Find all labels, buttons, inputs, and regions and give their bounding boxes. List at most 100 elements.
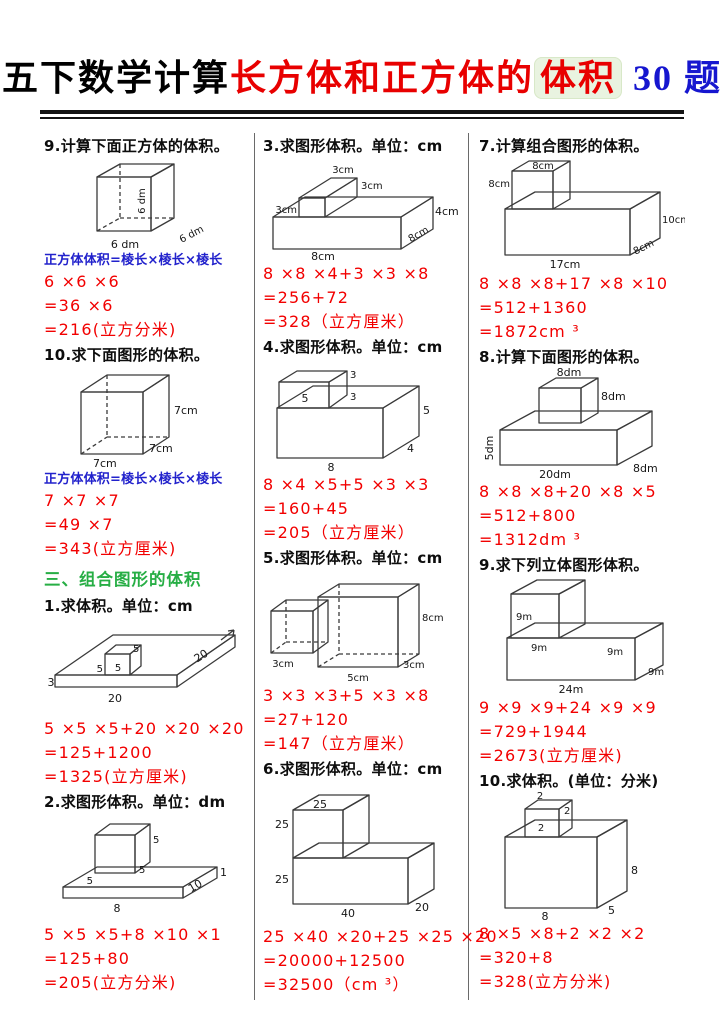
problem-title: 7.计算组合图形的体积。	[479, 137, 649, 155]
figure-cube-beside-box: 8cm 3cm 3cm 5cm	[270, 583, 444, 684]
calc-line: =512+800	[479, 506, 577, 525]
volume-formula: 正方体体积=棱长×棱长×棱长	[44, 472, 223, 487]
figure-label: 24m	[558, 683, 583, 696]
calc-line: 5 ×5 ×5+20 ×20 ×20	[44, 719, 245, 738]
page-title: 五下数学计算长方体和正方体的体积 30 题	[0, 0, 724, 100]
calc-line: =729+1944	[479, 722, 588, 741]
figure-box-with-small-box: 3 5 3 5 4 8	[276, 370, 430, 473]
figure-label: 3	[48, 676, 55, 689]
title-double-rule	[40, 110, 684, 119]
figure-label: 3cm	[332, 165, 354, 176]
calc-line: =125+80	[44, 949, 131, 968]
figure-label: 5	[153, 835, 159, 846]
figure-label: 6 dm	[178, 224, 206, 246]
figure-label: 5cm	[347, 673, 369, 684]
problem-c3-7: 7.计算组合图形的体积。 8cm 8cm 10cm 8cm 17cm 8 ×8 …	[479, 136, 690, 344]
figure-label: 40	[341, 907, 355, 920]
figure-label: 20	[108, 692, 122, 705]
problem-title: 6.求图形体积。单位：cm	[263, 760, 443, 778]
calc-line: 8 ×8 ×8+17 ×8 ×10	[479, 274, 669, 293]
figure-label: 5	[115, 663, 121, 674]
figure-label: 9m	[516, 612, 532, 623]
columns: 9.计算下面正方体的体积。 6 dm 6 dm 6 dm 正方体体积=棱长×棱长…	[44, 133, 696, 1000]
figure-label: 3cm	[403, 660, 425, 671]
figure-label: 8dm	[601, 390, 626, 403]
title-part-red: 长方体和正方体的	[229, 58, 534, 98]
calc-line: 8 ×5 ×8+2 ×2 ×2	[479, 924, 646, 943]
calc-line: =205(立方分米)	[44, 973, 177, 992]
figure-label: 8cm	[311, 250, 335, 262]
calc-line: 7 ×7 ×7	[44, 491, 120, 510]
figure-label: 4cm	[435, 205, 459, 218]
problem-c2-5: 5.求图形体积。单位：cm 8cm 3cm 3cm 5cm 3 ×3 ×3+5 …	[263, 548, 463, 756]
problem-title: 5.求图形体积。单位：cm	[263, 549, 443, 567]
title-part-black: 五下数学计算	[1, 58, 230, 98]
figure-small-cube-on-big-box: 2 2 2 8 5 8	[503, 792, 638, 922]
figure-label: 8cm	[631, 238, 655, 258]
calc-line: =256+72	[263, 288, 350, 307]
problem-title: 9.求下列立体图形体积。	[479, 556, 649, 574]
calc-line: =320+8	[479, 948, 554, 967]
figure-label: 1	[220, 866, 227, 879]
figure-label: 8cm	[407, 225, 431, 245]
problem-c1-1: 1.求体积。单位：cm 5 5 5 20 3 20 5 ×5 ×5+20	[44, 596, 246, 789]
figure-label: 8dm	[633, 462, 658, 475]
figure-label: 4	[407, 442, 414, 455]
problem-c3-8: 8.计算下面图形的体积。 8dm 8dm 5dm 20dm 8dm 8 ×8 ×…	[479, 347, 690, 552]
figure-label: 25	[313, 798, 327, 811]
calc-line: 6 ×6 ×6	[44, 272, 120, 291]
calc-line: =343(立方厘米)	[44, 539, 177, 558]
calc-line: 8 ×8 ×4+3 ×3 ×8	[263, 264, 430, 283]
figure-label: 20dm	[539, 468, 571, 480]
problem-c2-3: 3.求图形体积。单位：cm 3cm 3cm 3cm 4cm 8cm 8cm 8 …	[263, 136, 463, 334]
figure-label: 8cm	[488, 179, 510, 190]
figure-label: 8cm	[532, 161, 554, 172]
figure-label: 8	[631, 864, 638, 877]
problem-title: 10.求下面图形的体积。	[44, 346, 210, 364]
figure-label: 8	[114, 902, 121, 915]
problem-c2-4: 4.求图形体积。单位：cm 3 5 3 5 4 8 8 ×4 ×5+5 ×3 ×…	[263, 337, 463, 545]
figure-label: 5	[139, 865, 145, 876]
volume-formula: 正方体体积=棱长×棱长×棱长	[44, 253, 223, 268]
calc-line: =216(立方分米)	[44, 320, 177, 339]
figure-label: 25	[275, 818, 289, 831]
column-1: 9.计算下面正方体的体积。 6 dm 6 dm 6 dm 正方体体积=棱长×棱长…	[44, 133, 254, 998]
calc-line: =205（立方厘米）	[263, 523, 415, 542]
figure-label: 3cm	[361, 181, 383, 192]
figure-label: 6 dm	[137, 188, 148, 214]
problem-c1-10: 10.求下面图形的体积。 7cm 7cm 7cm 正方体体积=棱长×棱长×棱长 …	[44, 345, 246, 561]
figure-label: 2	[536, 792, 542, 802]
figure-label: 20	[192, 647, 211, 666]
calc-line: =2673(立方厘米)	[479, 746, 623, 765]
calc-line: 5 ×5 ×5+8 ×10 ×1	[44, 925, 222, 944]
figure-label: 5	[87, 876, 93, 887]
calc-line: =512+1360	[479, 298, 588, 317]
problem-c2-6: 6.求图形体积。单位：cm 25 25 25 40 20 25 ×40 ×20+…	[263, 759, 498, 997]
figure-label: 7cm	[93, 457, 117, 470]
calc-line: =27+120	[263, 710, 350, 729]
problem-title: 3.求图形体积。单位：cm	[263, 137, 443, 155]
figure-label: 3cm	[275, 205, 297, 216]
figure-label: 7cm	[174, 404, 198, 417]
figure-label: 3	[350, 370, 356, 381]
figure-label: 9m	[531, 643, 547, 654]
problem-title: 1.求体积。单位：cm	[44, 597, 193, 615]
figure-cube-on-slab-dm: 8dm 8dm 5dm 20dm 8dm	[485, 368, 658, 480]
calc-line: =1872cm ³	[479, 322, 580, 341]
problem-title: 9.计算下面正方体的体积。	[44, 137, 230, 155]
title-part-blue: 30 题	[633, 58, 723, 98]
calc-line: =160+45	[263, 499, 350, 518]
figure-label: 8	[541, 910, 548, 922]
calc-line: =36 ×6	[44, 296, 114, 315]
figure-label: 5	[608, 904, 615, 917]
figure-cube-7cm: 7cm 7cm 7cm	[80, 374, 198, 470]
figure-label: 8	[328, 461, 335, 473]
figure-label: 10	[186, 877, 205, 895]
figure-label: 5	[423, 404, 430, 417]
figure-label: 2	[537, 823, 543, 834]
calc-line: =328（立方厘米）	[263, 312, 415, 331]
problem-title: 4.求图形体积。单位：cm	[263, 338, 443, 356]
calc-line: 25 ×40 ×20+25 ×25 ×20	[263, 927, 498, 946]
problem-title: 8.计算下面图形的体积。	[479, 348, 649, 366]
figure-label: 20	[415, 901, 429, 914]
